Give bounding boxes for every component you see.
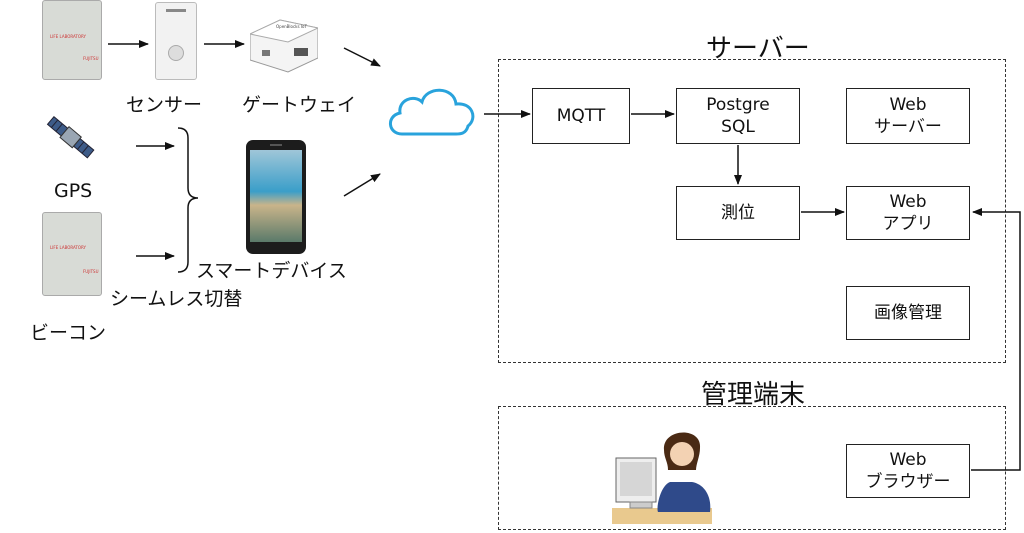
positioning-box: 測位 [676,186,800,240]
mqtt-box: MQTT [532,88,630,144]
web-browser-box: Web ブラウザー [846,444,970,498]
seamless-switch-label: シームレス切替 [110,288,243,310]
image-management-label: 画像管理 [874,303,942,323]
beacon-brand-text-2: LIFE LABORATORY [50,245,86,250]
web-browser-label-line1: Web [889,450,927,470]
sensor-device [155,2,197,80]
image-management-box: 画像管理 [846,286,970,340]
gateway-brand-text: OpenBlocks IoT [276,24,307,29]
beacon-brand-text: LIFE LABORATORY [50,34,86,39]
smartphone-screen [250,150,302,242]
person-computer-icon [612,412,712,524]
arrow-gateway-to-cloud [343,47,381,67]
gps-label: GPS [54,180,93,202]
beacon-label: ビーコン [30,322,107,344]
satellite-icon [40,108,100,168]
arrow-browser-to-webapp [971,208,1021,471]
sensor-label: センサー [126,94,203,116]
web-browser-label-line2: ブラウザー [865,472,951,492]
web-server-label-line1: Web [889,95,927,115]
smartphone-device [246,140,306,254]
seamless-switch-brace [177,127,199,273]
postgresql-label-line1: Postgre [706,95,770,115]
postgresql-label-line2: SQL [721,117,755,137]
beacon-device-bottom: LIFE LABORATORY FUJITSU [42,212,102,296]
arrow-phone-to-cloud [343,173,381,197]
beacon-vendor-text: FUJITSU [83,56,99,61]
positioning-label: 測位 [721,203,755,223]
postgresql-box: Postgre SQL [676,88,800,144]
web-server-label-line2: サーバー [874,117,942,137]
server-group [498,59,1006,363]
admin-terminal-group [498,406,1006,530]
web-server-box: Web サーバー [846,88,970,144]
gateway-label: ゲートウェイ [242,94,357,116]
web-app-label-line1: Web [889,192,927,212]
mqtt-label: MQTT [556,106,606,126]
smart-device-label: スマートデバイス [196,260,347,282]
cloud-icon [384,82,480,142]
beacon-vendor-text-2: FUJITSU [83,269,99,274]
web-app-box: Web アプリ [846,186,970,240]
web-app-label-line2: アプリ [882,214,934,234]
admin-terminal-group-title: 管理端末 [701,380,806,410]
gateway-device: OpenBlocks IoT [248,12,320,74]
beacon-device-top: LIFE LABORATORY FUJITSU [42,0,102,80]
